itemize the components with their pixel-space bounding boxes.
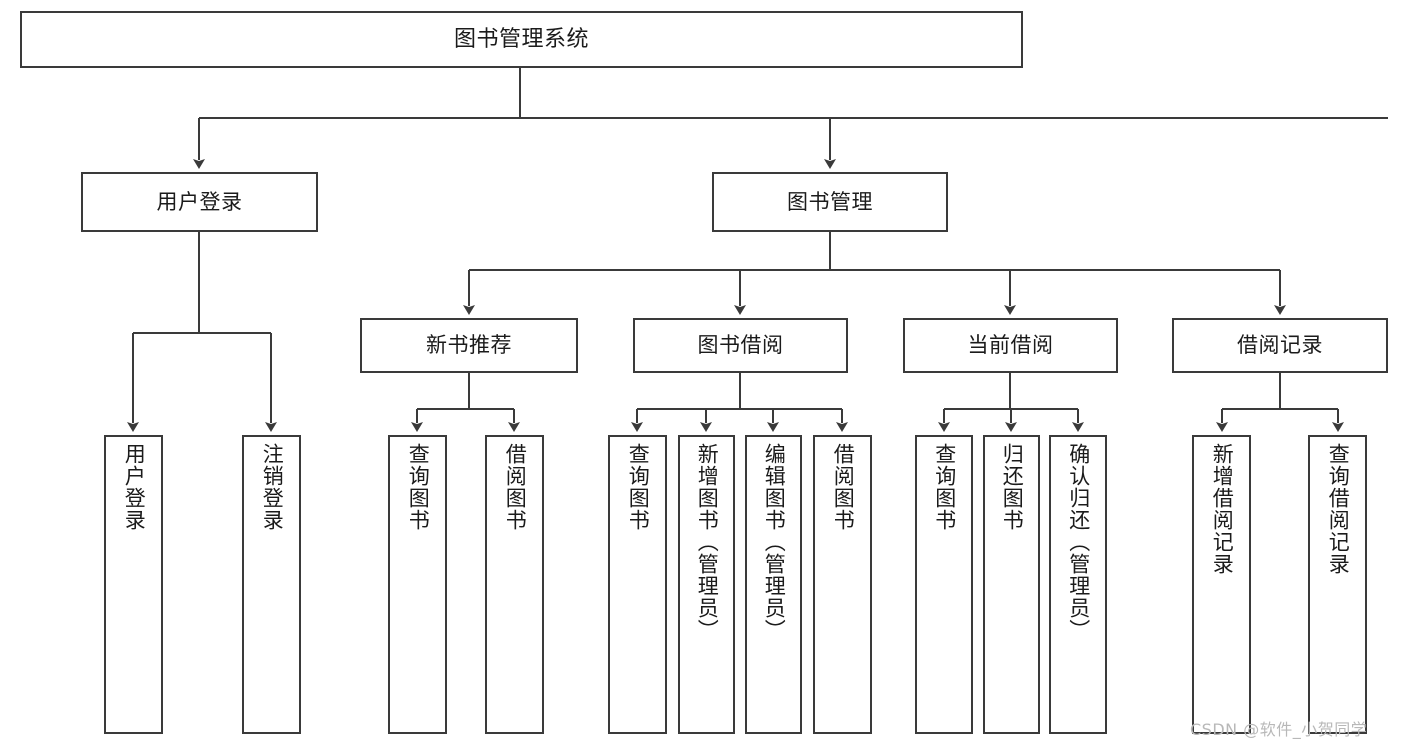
node-label: 查询图书 (626, 443, 651, 531)
node-label: 图书管理系统 (453, 26, 589, 52)
leaf-current-query-book[interactable]: 查询图书 (915, 435, 973, 734)
leaf-current-confirm-return[interactable]: 确认归还（管理员） (1049, 435, 1107, 734)
node-label: 借阅图书 (503, 443, 528, 531)
leaf-borrow-borrow-book[interactable]: 借阅图书 (813, 435, 872, 734)
leaf-new-book-borrow[interactable]: 借阅图书 (485, 435, 544, 734)
node-label: 图书借阅 (697, 333, 784, 358)
leaf-current-return-book[interactable]: 归还图书 (983, 435, 1040, 734)
node-label: 查询借阅记录 (1326, 443, 1351, 575)
watermark: CSDN @软件_小贺同学 (1190, 720, 1368, 739)
leaf-user-login[interactable]: 用户登录 (104, 435, 163, 734)
leaf-new-book-query[interactable]: 查询图书 (388, 435, 447, 734)
node-label: 注销登录 (260, 443, 285, 531)
node-label: 新书推荐 (426, 333, 512, 358)
node-label: 用户登录 (156, 189, 243, 214)
node-label: 新增图书（管理员） (695, 443, 720, 641)
node-label: 图书管理 (787, 189, 873, 214)
node-new-book-recommend[interactable]: 新书推荐 (360, 318, 578, 373)
leaf-borrow-edit-book[interactable]: 编辑图书（管理员） (745, 435, 802, 734)
node-book-management[interactable]: 图书管理 (712, 172, 948, 232)
node-label: 用户登录 (122, 443, 147, 531)
leaf-record-query[interactable]: 查询借阅记录 (1308, 435, 1367, 734)
leaf-borrow-query-book[interactable]: 查询图书 (608, 435, 667, 734)
node-current-borrow[interactable]: 当前借阅 (903, 318, 1118, 373)
node-label: 当前借阅 (967, 333, 1054, 358)
leaf-record-add[interactable]: 新增借阅记录 (1192, 435, 1251, 734)
node-label: 确认归还（管理员） (1066, 443, 1091, 641)
node-label: 编辑图书（管理员） (762, 443, 787, 641)
leaf-user-logout[interactable]: 注销登录 (242, 435, 301, 734)
node-book-borrow[interactable]: 图书借阅 (633, 318, 848, 373)
node-borrow-record[interactable]: 借阅记录 (1172, 318, 1388, 373)
node-label: 借阅图书 (831, 443, 856, 531)
node-root-system[interactable]: 图书管理系统 (20, 11, 1023, 68)
node-label: 新增借阅记录 (1210, 443, 1235, 575)
node-user-login[interactable]: 用户登录 (81, 172, 318, 232)
node-label: 归还图书 (1000, 443, 1025, 531)
leaf-borrow-add-book[interactable]: 新增图书（管理员） (678, 435, 735, 734)
node-label: 借阅记录 (1237, 333, 1323, 358)
node-label: 查询图书 (932, 443, 957, 531)
node-label: 查询图书 (406, 443, 431, 531)
